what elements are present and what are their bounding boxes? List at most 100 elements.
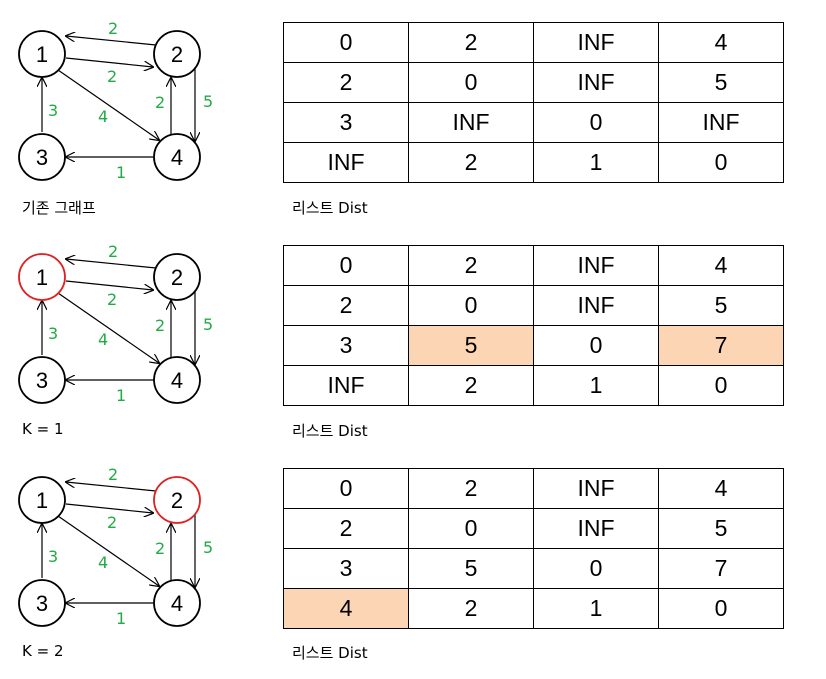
dist-cell: 2 xyxy=(283,508,409,549)
table-row: 2 0 INF 5 xyxy=(283,62,784,103)
dist-cell: 7 xyxy=(658,548,784,589)
table-row: 0 2 INF 4 xyxy=(283,245,784,286)
edge-weight: 2 xyxy=(108,242,118,261)
edge-1-4 xyxy=(57,69,159,140)
node-3: 3 xyxy=(18,356,66,404)
node-ring xyxy=(153,579,201,627)
dist-cell: 1 xyxy=(533,588,659,629)
dist-cell: 5 xyxy=(658,62,784,103)
dist-cell: 0 xyxy=(658,588,784,629)
dist-cell: 0 xyxy=(533,548,659,589)
edge-weight: 2 xyxy=(107,67,117,86)
table-row: 3 5 0 7 xyxy=(283,325,784,366)
table-row: INF 2 1 0 xyxy=(283,365,784,406)
edge-weight: 3 xyxy=(48,101,58,120)
table-row: 4 2 1 0 xyxy=(283,588,784,629)
dist-label: 리스트 Dist xyxy=(292,199,368,217)
edge-weight: 4 xyxy=(98,330,108,349)
table-row: 0 2 INF 4 xyxy=(283,22,784,63)
node-label: 4 xyxy=(171,591,183,616)
dist-cell: 3 xyxy=(283,102,409,143)
node-label: 3 xyxy=(36,591,48,616)
dist-cell: 2 xyxy=(283,62,409,103)
edge-2-1 xyxy=(66,36,157,46)
dist-cell: INF xyxy=(408,102,534,143)
edge-weight: 3 xyxy=(48,324,58,343)
dist-cell: 2 xyxy=(408,588,534,629)
node-ring xyxy=(153,253,201,301)
dist-cell: INF xyxy=(533,285,659,326)
node-2: 2 xyxy=(153,253,201,301)
node-ring xyxy=(18,30,66,78)
table-row: INF 2 1 0 xyxy=(283,142,784,183)
dist-cell: 0 xyxy=(408,508,534,549)
node-label: 2 xyxy=(171,265,183,290)
dist-cell: 2 xyxy=(408,365,534,406)
node-ring xyxy=(153,30,201,78)
dist-cell: 2 xyxy=(283,285,409,326)
dist-cell: INF xyxy=(283,142,409,183)
node-ring xyxy=(18,356,66,404)
dist-cell: 3 xyxy=(283,548,409,589)
dist-table: 0 2 INF 4 2 0 INF 5 3 INF 0 INF INF 2 1 … xyxy=(283,22,784,183)
node-4: 4 xyxy=(153,133,201,181)
dist-cell: 0 xyxy=(658,365,784,406)
node-ring-highlighted xyxy=(18,253,66,301)
dist-table: 0 2 INF 4 2 0 INF 5 3 5 0 7 INF 2 1 0 xyxy=(283,245,784,406)
dist-cell: INF xyxy=(533,468,659,509)
edge-2-1 xyxy=(66,482,157,492)
edge-weight: 2 xyxy=(108,19,118,38)
dist-cell: INF xyxy=(533,508,659,549)
table-row: 3 INF 0 INF xyxy=(283,102,784,143)
dist-cell: 2 xyxy=(408,245,534,286)
table-row: 0 2 INF 4 xyxy=(283,468,784,509)
graph-diagram: 2 2 4 3 2 5 1 1 2 3 4 xyxy=(18,242,213,405)
node-4: 4 xyxy=(153,579,201,627)
edge-1-2 xyxy=(65,280,153,290)
node-1: 1 xyxy=(18,30,66,78)
edge-weight: 2 xyxy=(108,465,118,484)
dist-cell: 4 xyxy=(658,245,784,286)
dist-cell: 2 xyxy=(408,22,534,63)
dist-cell: 0 xyxy=(283,468,409,509)
graph-caption: K = 2 xyxy=(22,642,64,660)
edge-weight: 2 xyxy=(155,316,165,335)
node-label: 1 xyxy=(36,488,48,513)
node-3: 3 xyxy=(18,133,66,181)
node-label: 2 xyxy=(171,42,183,67)
edge-weight: 5 xyxy=(203,315,213,334)
panel-original: 2 2 4 3 2 5 1 1 2 3 4 기존 그래프 0 2 INF 4 xyxy=(0,0,826,225)
dist-cell: INF xyxy=(533,245,659,286)
graph-caption: K = 1 xyxy=(22,420,64,438)
dist-cell: INF xyxy=(283,365,409,406)
node-3: 3 xyxy=(18,579,66,627)
panel-k2: 2 2 4 3 2 5 1 1 2 3 4 K = 2 0 2 INF 4 xyxy=(0,446,826,671)
node-ring xyxy=(18,579,66,627)
dist-cell: 0 xyxy=(408,285,534,326)
panel-k1: 2 2 4 3 2 5 1 1 2 3 4 K = 1 0 2 INF 4 xyxy=(0,223,826,448)
edge-1-4 xyxy=(57,515,159,586)
edge-weight: 5 xyxy=(203,92,213,111)
dist-label: 리스트 Dist xyxy=(292,422,368,440)
edge-weight: 2 xyxy=(155,93,165,112)
dist-cell-updated: 4 xyxy=(283,588,409,629)
dist-cell: INF xyxy=(533,22,659,63)
node-label: 4 xyxy=(171,368,183,393)
edge-weight: 2 xyxy=(107,513,117,532)
dist-cell: 3 xyxy=(283,325,409,366)
node-2: 2 xyxy=(153,30,201,78)
edge-weight: 1 xyxy=(116,163,126,182)
table-row: 2 0 INF 5 xyxy=(283,285,784,326)
edge-weight: 5 xyxy=(203,538,213,557)
dist-cell: 5 xyxy=(408,548,534,589)
edge-1-4 xyxy=(57,292,159,363)
dist-cell: 0 xyxy=(283,22,409,63)
dist-cell: 0 xyxy=(533,325,659,366)
dist-cell: 5 xyxy=(658,508,784,549)
graph-diagram: 2 2 4 3 2 5 1 1 2 3 4 xyxy=(18,19,213,182)
node-label: 1 xyxy=(36,265,48,290)
dist-label: 리스트 Dist xyxy=(292,644,368,662)
node-label: 4 xyxy=(171,145,183,170)
edge-1-2 xyxy=(65,57,153,67)
edge-2-1 xyxy=(66,259,157,269)
